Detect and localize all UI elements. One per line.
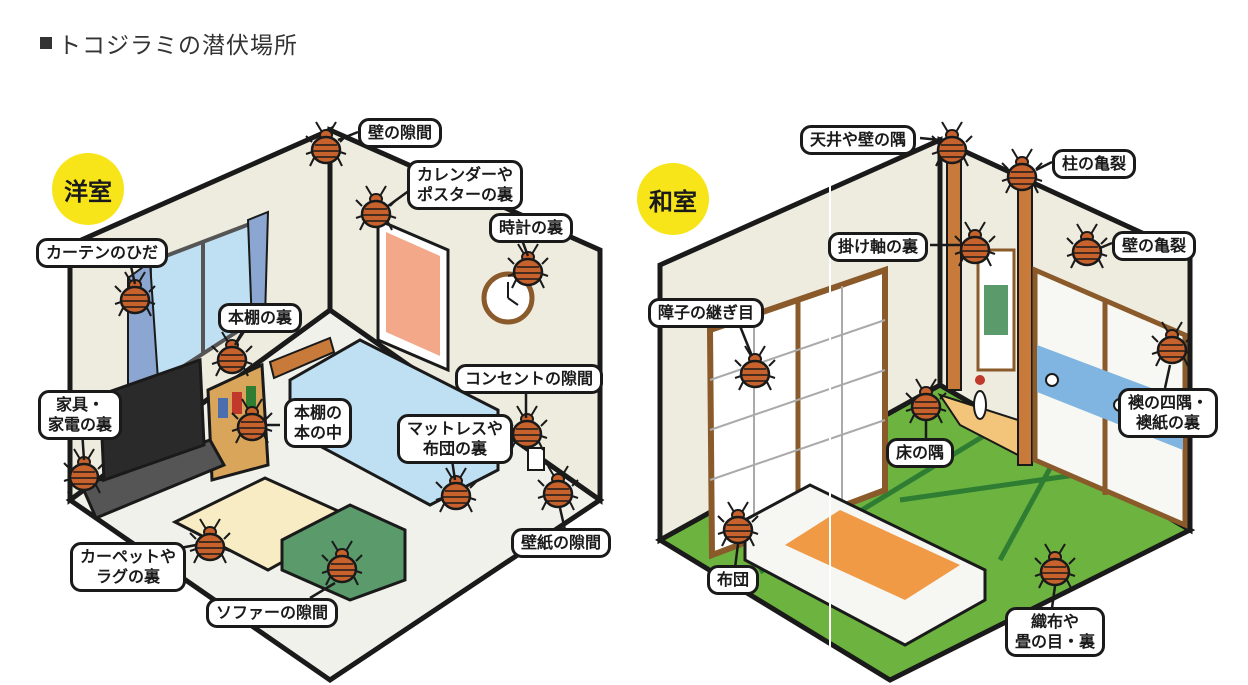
- pillar: [946, 149, 962, 391]
- bed-headboard: [268, 336, 336, 380]
- callout-fusuma: 襖の四隅・ 襖紙の裏: [1118, 388, 1219, 438]
- callout-sofa-gap: ソファーの隙間: [206, 598, 339, 628]
- callout-tatami: 織布や 畳の目・裏: [1005, 607, 1106, 657]
- callout-clock-back: 時計の裏: [489, 213, 574, 243]
- callout-carpet-rug: カーペットや ラグの裏: [70, 542, 187, 592]
- poster-art: [386, 232, 440, 356]
- callout-curtain-folds: カーテンのひだ: [36, 238, 169, 268]
- vase: [973, 390, 987, 420]
- callout-scroll-back: 掛け軸の裏: [828, 232, 929, 262]
- page-heading: トコジラミの潜伏場所: [40, 26, 298, 60]
- japanese-room-badge: 和室: [637, 163, 709, 235]
- callout-pillar-crack: 柱の亀裂: [1052, 149, 1137, 179]
- tv: [98, 357, 206, 483]
- callout-ceiling-corner: 天井や壁の隅: [800, 125, 917, 155]
- outlet-icon: [527, 447, 545, 471]
- futon-cover: [785, 510, 960, 600]
- callout-bookshelf-back: 本棚の裏: [218, 303, 303, 333]
- callout-wall-crack: 壁の亀裂: [1112, 231, 1197, 261]
- callout-mattress-futon: マットレスや 布団の裏: [397, 414, 514, 464]
- tokonoma: [937, 393, 1019, 457]
- callout-futon: 布団: [707, 565, 760, 595]
- callout-inside-bookshelf: 本棚の 本の中: [284, 398, 353, 448]
- callout-outlet-gap: コンセントの隙間: [455, 364, 604, 394]
- callout-floor-corner: 床の隅: [886, 438, 955, 468]
- square-bullet-icon: [40, 37, 52, 49]
- callout-wall-gap: 壁の隙間: [358, 118, 443, 148]
- callout-calendar-poster: カレンダーや ポスターの裏: [407, 160, 524, 210]
- callout-furniture-back: 家具・ 家電の裏: [38, 390, 123, 440]
- western-room-badge: 洋室: [52, 153, 124, 225]
- pillar: [1017, 184, 1033, 466]
- callout-shoji-joint: 障子の継ぎ目: [648, 298, 765, 328]
- callout-wallpaper-gap: 壁紙の隙間: [511, 528, 612, 558]
- page-title: トコジラミの潜伏場所: [58, 33, 298, 59]
